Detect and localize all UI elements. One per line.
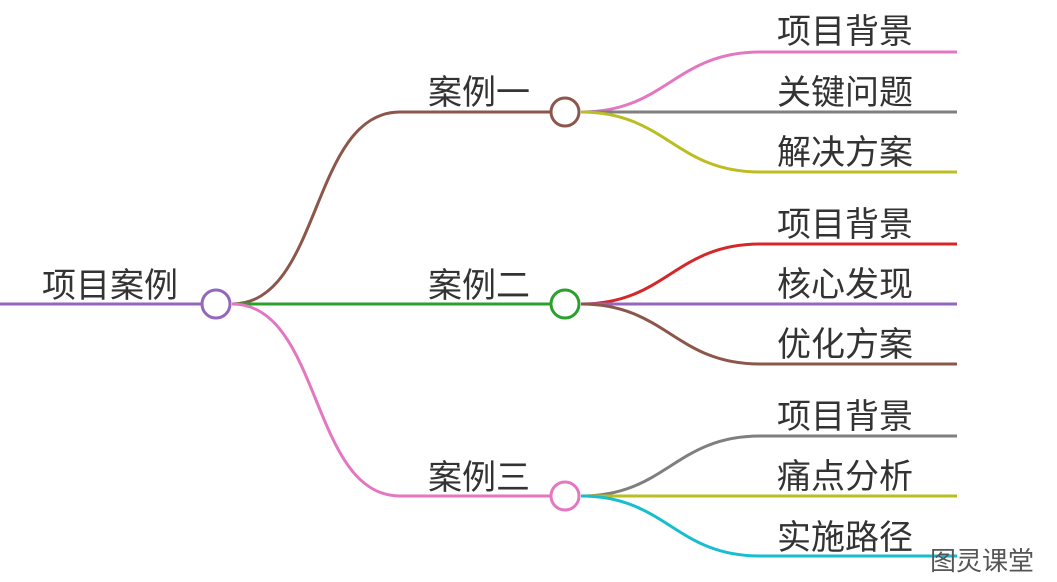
case-1-connector bbox=[231, 110, 551, 306]
case-3-label: 案例三 bbox=[428, 458, 530, 498]
case-2-leaf-1-label: 项目背景 bbox=[777, 205, 913, 245]
case-2-leaf-1-connector bbox=[580, 242, 957, 306]
case-3-connector bbox=[231, 302, 551, 498]
case-2-label: 案例二 bbox=[428, 266, 530, 306]
mindmap-nodes bbox=[200, 96, 581, 512]
case-1-label: 案例一 bbox=[428, 73, 530, 113]
root-label: 项目案例 bbox=[42, 266, 178, 306]
case-2-leaf-3-label: 优化方案 bbox=[777, 325, 913, 365]
case-3-node[interactable] bbox=[549, 480, 581, 512]
case-1-leaf-1-label: 项目背景 bbox=[777, 12, 913, 52]
case-3-leaf-2-label: 痛点分析 bbox=[777, 457, 913, 497]
case-3-leaf-3-label: 实施路径 bbox=[777, 518, 913, 558]
case-3-leaf-1-label: 项目背景 bbox=[777, 397, 913, 437]
case-1-leaf-3-connector bbox=[580, 110, 957, 174]
case-1-node[interactable] bbox=[549, 96, 581, 128]
case-3-leaf-3-connector bbox=[580, 494, 957, 558]
mindmap-labels: 项目案例 案例一 案例二 案例三 项目背景 关键问题 解决方案 项目背景 核心发… bbox=[42, 12, 1034, 577]
root-node[interactable] bbox=[200, 288, 232, 320]
mindmap-edges bbox=[0, 50, 957, 558]
case-2-leaf-2-label: 核心发现 bbox=[777, 265, 913, 305]
watermark: 图灵课堂 bbox=[930, 547, 1034, 577]
case-1-leaf-1-connector bbox=[580, 50, 957, 114]
case-2-leaf-3-connector bbox=[580, 302, 957, 366]
case-1-leaf-2-label: 关键问题 bbox=[777, 73, 913, 113]
case-1-leaf-3-label: 解决方案 bbox=[777, 133, 913, 173]
case-3-leaf-1-connector bbox=[580, 434, 957, 498]
case-2-node[interactable] bbox=[549, 288, 581, 320]
